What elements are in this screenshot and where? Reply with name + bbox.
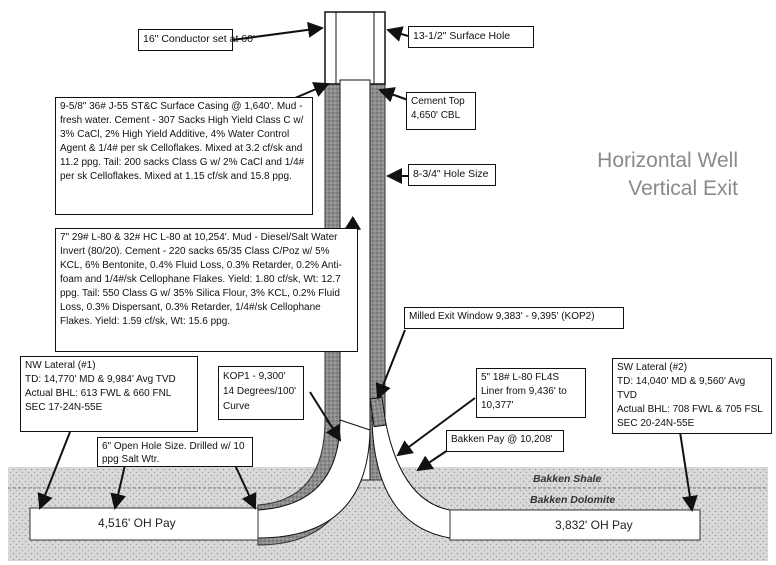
nw-lateral-line3: Actual BHL: 613 FWL & 660 FNL: [25, 388, 172, 399]
arrow-surface-casing: [294, 82, 330, 99]
bakken-dolomite-label: Bakken Dolomite: [530, 494, 616, 506]
open-hole-label: 6" Open Hole Size. Drilled w/ 10 ppg Sal…: [97, 437, 253, 467]
bakken-shale-label: Bakken Shale: [533, 473, 602, 485]
sw-lateral-line4: SEC 20-24N-55E: [617, 418, 695, 429]
nw-lateral-label: NW Lateral (#1) TD: 14,770' MD & 9,984' …: [20, 356, 198, 432]
sw-lateral-line2: TD: 14,040' MD & 9,560' Avg TVD: [617, 376, 746, 401]
nw-lateral-open-hole: [29, 507, 259, 541]
diagram-title-line2: Vertical Exit: [628, 177, 738, 200]
kop1-label: KOP1 - 9,300' 14 Degrees/100' Curve: [218, 366, 304, 420]
conductor-pipe: [324, 11, 386, 85]
production-casing-label: 7" 29# L-80 & 32# HC L-80 at 10,254'. Mu…: [55, 228, 358, 352]
arrow-open-hole-right: [234, 464, 257, 510]
cement-top-line2: 4,650' CBL: [411, 110, 461, 121]
cement-top-label: Cement Top 4,650' CBL: [406, 92, 476, 130]
liner-label: 5" 18# L-80 FL4S Liner from 9,436' to 10…: [476, 368, 586, 418]
arrow-cement-top: [378, 87, 409, 103]
arrow-conductor: [231, 21, 324, 41]
cement-top-line1: Cement Top: [411, 96, 465, 107]
liner-line1: 5" 18# L-80 FL4S: [481, 372, 560, 383]
hole-size-label: 8-3/4" Hole Size: [408, 164, 496, 186]
arrow-milled-exit: [375, 329, 406, 400]
nw-lateral-line1: NW Lateral (#1): [25, 360, 96, 371]
diagram-title-line1: Horizontal Well: [597, 149, 738, 172]
kop1-line2: 14 Degrees/100': [223, 386, 297, 397]
arrow-kop1: [309, 391, 342, 442]
sw-lateral-open-hole: [449, 509, 701, 541]
arrow-sw-lateral: [679, 431, 698, 512]
sw-lateral-line3: Actual BHL: 708 FWL & 705 FSL: [617, 404, 763, 415]
oh-pay-right-label: 3,832' OH Pay: [555, 518, 633, 532]
oh-pay-left-label: 4,516' OH Pay: [98, 516, 176, 530]
sw-lateral-line1: SW Lateral (#2): [617, 362, 688, 373]
kop1-line3: Curve: [223, 401, 250, 412]
kop1-line1: KOP1 - 9,300': [223, 371, 286, 382]
liner-line3: 10,377': [481, 400, 514, 411]
conductor-label: 16" Conductor set at 60': [138, 29, 255, 51]
sw-lateral-label: SW Lateral (#2) TD: 14,040' MD & 9,560' …: [612, 358, 772, 434]
surface-hole-label: 13-1/2" Surface Hole: [408, 26, 534, 48]
milled-exit-label: Milled Exit Window 9,383' - 9,395' (KOP2…: [404, 307, 624, 329]
arrow-bakken-pay: [416, 449, 449, 472]
arrow-liner: [396, 397, 476, 457]
liner-line2: Liner from 9,436' to: [481, 386, 567, 397]
nw-lateral-line4: SEC 17-24N-55E: [25, 402, 103, 413]
bakken-pay-label: Bakken Pay @ 10,208': [446, 430, 564, 452]
arrow-surface-hole: [386, 26, 409, 42]
arrow-open-hole-left: [110, 464, 126, 510]
arrow-nw-lateral: [37, 431, 71, 510]
surface-casing-label: 9-5/8" 36# J-55 ST&C Surface Casing @ 1,…: [55, 97, 313, 215]
nw-lateral-line2: TD: 14,770' MD & 9,984' Avg TVD: [25, 374, 176, 385]
